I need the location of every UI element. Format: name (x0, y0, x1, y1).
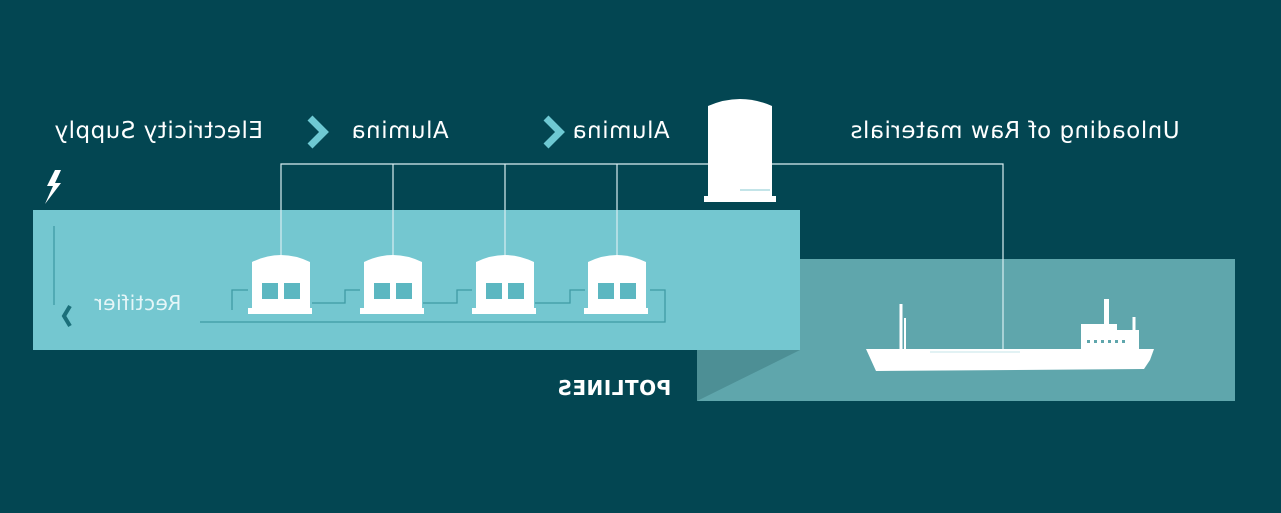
electricity-supply-label: Electricity Supply (54, 118, 263, 144)
unloading-raw-materials-label: Unloading of Raw materials (850, 118, 1180, 144)
alumina-label-1: Alumina (351, 118, 449, 144)
lightning-bolt-icon (45, 170, 61, 204)
alumina-feed-lines (280, 163, 1004, 349)
pot-cell-icon (248, 255, 312, 314)
busbar-circuit (53, 226, 666, 323)
cargo-ship-icon (866, 299, 1154, 371)
chevron-icon (543, 115, 565, 149)
potlines-label: POTLINES (557, 376, 672, 400)
harbor-shadow (697, 350, 800, 401)
pot-cell-icon (472, 255, 536, 314)
alumina-label-2: Alumina (572, 118, 670, 144)
pot-cell-icon (360, 255, 424, 314)
silo-icon (704, 99, 776, 202)
rectifier-label: Rectifier (94, 291, 182, 315)
chevron-icon (61, 304, 72, 328)
chevron-icon (307, 115, 329, 149)
pot-cell-icon (584, 255, 648, 314)
